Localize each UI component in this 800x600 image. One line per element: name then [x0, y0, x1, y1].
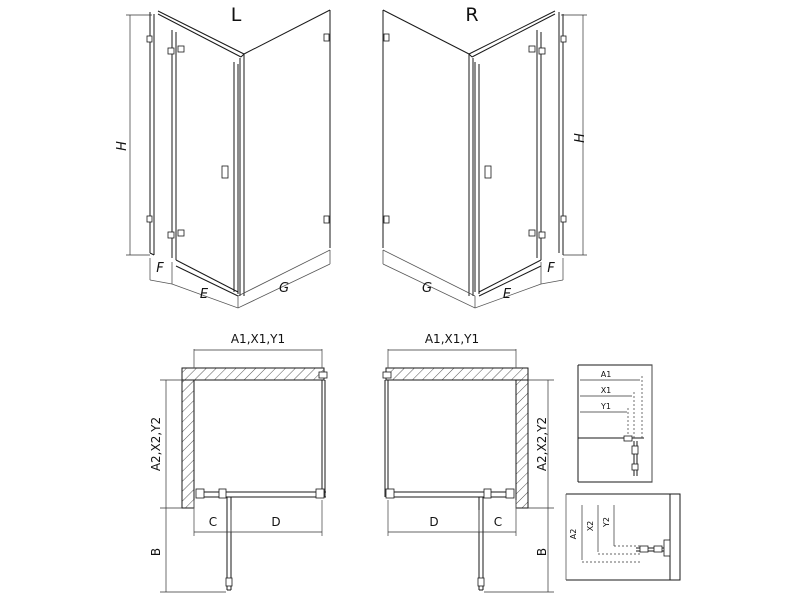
detail-bottom-box: A2 X2 Y2 [565, 493, 681, 581]
left-dim-c-label: C [209, 515, 217, 529]
left-dim-h: H [115, 14, 152, 256]
left-dim-f-label: F [156, 261, 164, 276]
left-3d-view: L [115, 4, 331, 309]
left-dim-d-label: D [271, 515, 280, 529]
right-dim-width-label: A1,X1,Y1 [425, 332, 479, 346]
left-dim-e-label: E [200, 287, 209, 302]
detail-top-x1-label: X1 [601, 386, 612, 395]
left-fixed-panel [146, 12, 155, 256]
right-view-label: R [465, 4, 478, 26]
detail-top-a1-label: A1 [601, 370, 612, 379]
right-dim-depth-label: A2,X2,Y2 [535, 417, 549, 471]
right-door-panel [474, 30, 546, 297]
right-top-rail [382, 9, 556, 58]
right-dim-d-label: D [429, 515, 438, 529]
detail-top-y1-label: Y1 [600, 402, 611, 411]
right-plan-view: A1,X1,Y1 A2,X2,Y2 D C B [382, 332, 554, 593]
detail-bottom-x2-label: X2 [586, 521, 595, 532]
left-dim-h-label: H [115, 141, 130, 151]
right-dim-f-label: F [547, 261, 555, 276]
left-dim-depth-label: A2,X2,Y2 [149, 417, 163, 471]
right-dim-e-label: E [503, 287, 512, 302]
right-dim-b-label: B [535, 548, 549, 556]
right-plan-back-wall [385, 367, 529, 381]
detail-bottom-a2-label: A2 [569, 529, 578, 540]
left-plan-view: A1,X1,Y1 A2,X2,Y2 C D B [149, 332, 328, 593]
right-fixed-panel [558, 12, 567, 255]
left-side-glass [239, 10, 331, 296]
left-plan-side-wall [181, 379, 195, 509]
left-plan-back-wall [181, 367, 325, 381]
right-dim-h: H [561, 14, 588, 256]
right-dim-c-label: C [494, 515, 502, 529]
left-door-panel [167, 30, 239, 297]
left-dim-g-label: G [279, 281, 289, 296]
right-dim-h-label: H [573, 133, 588, 143]
detail-top-box: A1 X1 Y1 [577, 364, 653, 483]
right-plan-side-wall [515, 379, 529, 509]
left-dim-b-label: B [149, 548, 163, 556]
left-view-label: L [231, 4, 242, 26]
right-side-glass [382, 10, 474, 296]
right-3d-view: R H [382, 4, 588, 309]
left-dim-width-label: A1,X1,Y1 [231, 332, 285, 346]
right-dim-g-label: G [422, 281, 432, 296]
left-door-handle [221, 165, 229, 179]
right-door-handle [484, 165, 492, 179]
detail-bottom-y2-label: Y2 [602, 517, 611, 528]
